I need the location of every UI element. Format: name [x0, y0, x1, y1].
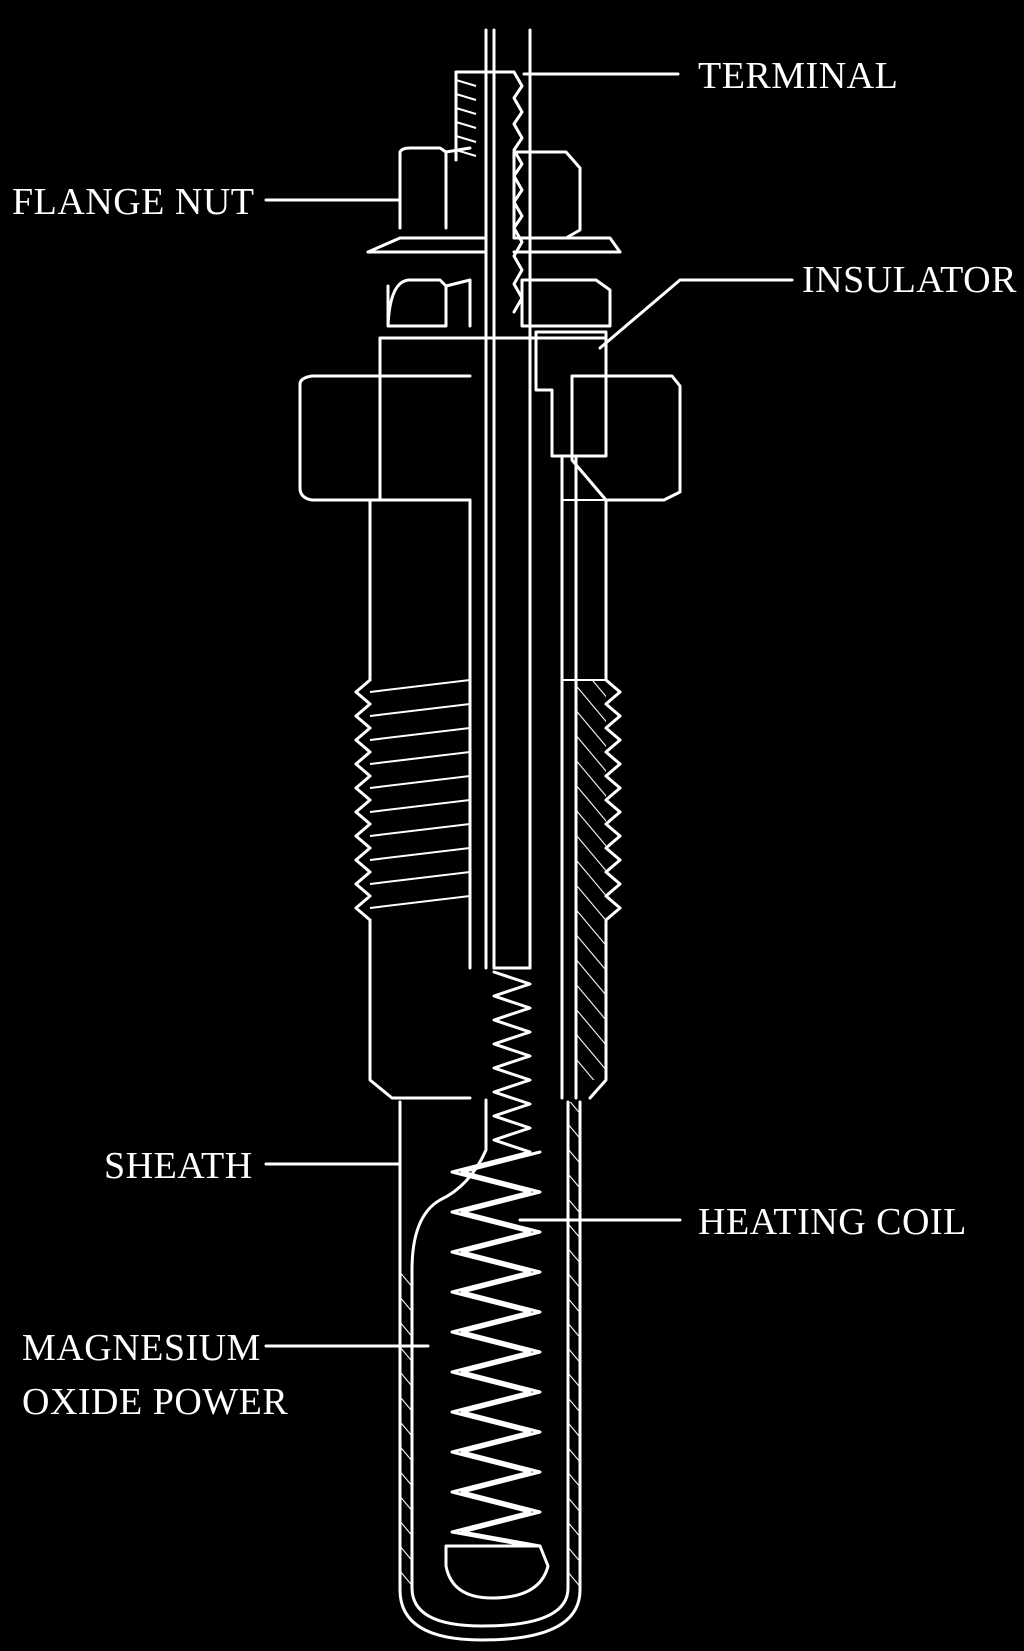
- leader-lines: [264, 72, 794, 1348]
- label-insulator: INSULATOR: [802, 259, 1017, 301]
- label-mgo-line1: MAGNESIUM: [22, 1327, 261, 1369]
- sheath-tube: [398, 1100, 582, 1642]
- flange-nut: [366, 146, 622, 254]
- lower-shank: [368, 918, 472, 1100]
- hex-body: [298, 336, 682, 502]
- heating-coil: [450, 970, 542, 1548]
- tip-cap: [444, 1544, 550, 1600]
- label-mgo-line2: OXIDE POWER: [22, 1381, 288, 1423]
- label-sheath: SHEATH: [104, 1145, 253, 1187]
- label-heating-coil: HEATING COIL: [698, 1201, 967, 1243]
- threaded-section: [354, 678, 622, 922]
- glow-plug: [298, 28, 682, 1642]
- label-flange-nut: FLANGE NUT: [12, 181, 254, 223]
- insulator-leader: [598, 278, 794, 350]
- lower-nut: [386, 278, 612, 328]
- terminal-threads: [454, 70, 524, 314]
- insulator-block: [534, 330, 608, 458]
- label-terminal: TERMINAL: [698, 55, 898, 97]
